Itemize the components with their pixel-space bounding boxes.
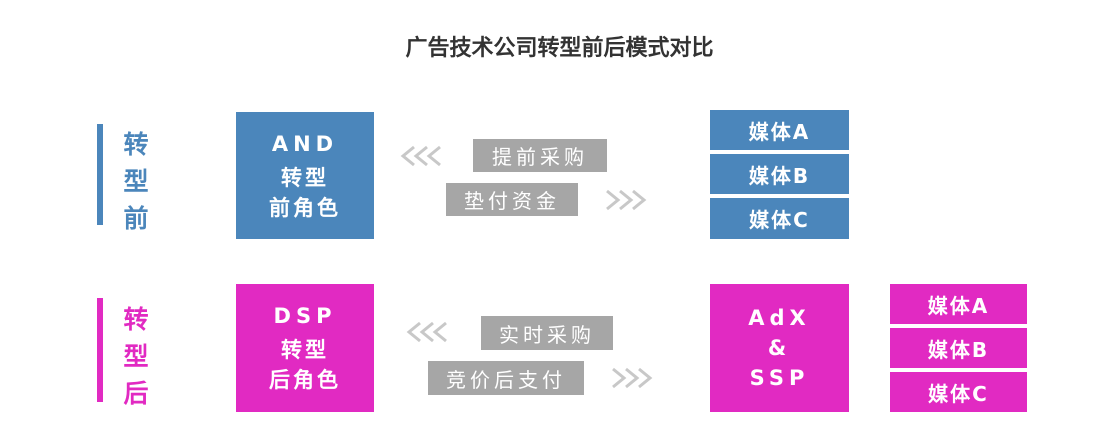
before-media-c: 媒体C: [710, 198, 849, 239]
triple-chevron-right-icon: [612, 367, 653, 389]
triple-chevron-left-icon: [406, 321, 447, 343]
after-media-b: 媒体B: [890, 328, 1027, 368]
after-side-char: 后: [123, 379, 149, 408]
before-media-a: 媒体A: [710, 110, 849, 150]
before-side-char: 前: [123, 204, 149, 233]
after-side-label: 转 型 后: [120, 301, 152, 412]
after-side-char: 型: [123, 342, 149, 371]
diagram-title: 广告技术公司转型前后模式对比: [405, 36, 714, 61]
exchange-line: SSP: [749, 366, 810, 390]
after-side-char: 转: [123, 305, 149, 334]
after-media-c: 媒体C: [890, 372, 1027, 412]
before-role-line: 前角色: [269, 195, 341, 220]
before-side-char: 转: [123, 130, 149, 159]
exchange-line: &: [767, 336, 792, 360]
after-accent-bar: [97, 298, 103, 402]
before-role-box: AND 转型 前角色: [236, 112, 374, 239]
before-flow-top-label: 提前采购: [473, 139, 607, 172]
before-side-char: 型: [123, 167, 149, 196]
after-flow-bottom-label: 竞价后支付: [428, 361, 584, 395]
triple-chevron-right-icon: [606, 189, 647, 211]
after-role-line: 后角色: [269, 368, 341, 392]
triple-chevron-left-icon: [400, 145, 441, 167]
before-media-b: 媒体B: [710, 154, 849, 194]
before-flow-bottom-label: 垫付资金: [446, 183, 578, 216]
after-role-name: DSP: [273, 304, 337, 328]
after-flow-top-label: 实时采购: [481, 316, 613, 350]
before-role-line: 转型: [281, 165, 329, 190]
before-role-name: AND: [271, 131, 339, 156]
after-media-a: 媒体A: [890, 284, 1027, 324]
exchange-line: AdX: [748, 306, 811, 330]
after-role-line: 转型: [281, 338, 329, 362]
after-exchange-box: AdX & SSP: [710, 284, 849, 412]
before-side-label: 转 型 前: [120, 126, 152, 237]
before-accent-bar: [97, 124, 103, 225]
after-role-box: DSP 转型 后角色: [236, 284, 374, 412]
